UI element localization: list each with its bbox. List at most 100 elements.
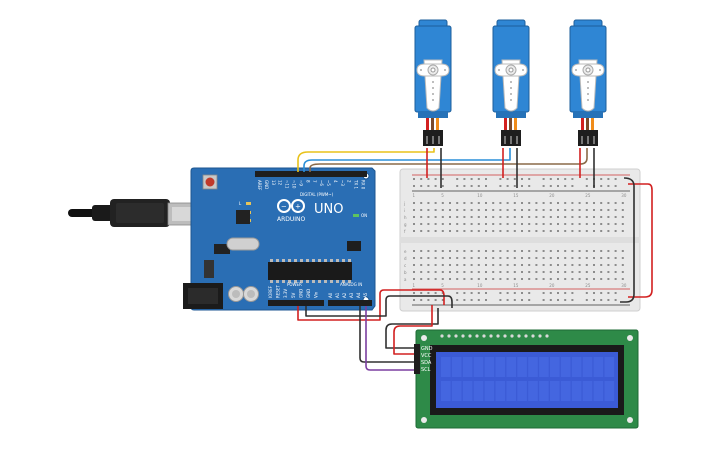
digital-pin-label: ~3 bbox=[340, 180, 345, 186]
lcd-pin-scl: SCL bbox=[421, 367, 431, 373]
column-number: 5 bbox=[441, 283, 444, 288]
lcd-cell bbox=[593, 357, 604, 377]
digital-pin-label: ~9 bbox=[298, 180, 303, 186]
wire-lcd-vcc bbox=[393, 305, 433, 355]
power-header bbox=[268, 300, 324, 306]
lcd-cell bbox=[517, 357, 527, 377]
lcd-cell bbox=[473, 381, 484, 401]
column-number: 30 bbox=[621, 283, 627, 288]
row-letter: i bbox=[404, 208, 405, 213]
lcd-cell bbox=[528, 381, 538, 401]
lcd-cell bbox=[517, 381, 527, 401]
wire-lcd-sda bbox=[359, 306, 414, 363]
row-letter: h bbox=[404, 215, 407, 220]
power-pin-label: 5V bbox=[291, 292, 296, 298]
column-number: 30 bbox=[621, 193, 627, 198]
row-letter: c bbox=[404, 263, 406, 268]
row-letter: a bbox=[404, 277, 407, 282]
reset-button[interactable] bbox=[202, 174, 218, 190]
row-letter: j bbox=[403, 201, 405, 206]
lcd-cell bbox=[550, 357, 560, 377]
power-pin-label: GND bbox=[306, 289, 311, 298]
digital-pin-label: ~11 bbox=[285, 180, 290, 189]
analog-pin-label: A5 bbox=[363, 292, 368, 298]
lcd-cell bbox=[451, 357, 462, 377]
lcd-module: GND VCC SDA SCL bbox=[414, 329, 639, 429]
lcd-cell bbox=[441, 381, 451, 401]
usb-cable bbox=[68, 199, 199, 227]
row-letter: d bbox=[404, 256, 407, 261]
lcd-cell bbox=[451, 381, 462, 401]
digital-pin-label: ~5 bbox=[326, 180, 331, 186]
model-label: UNO bbox=[314, 202, 343, 217]
lcd-cell bbox=[582, 357, 593, 377]
servo-motor-1 bbox=[414, 19, 452, 146]
atmega-chip bbox=[268, 259, 352, 283]
column-number: 25 bbox=[585, 193, 591, 198]
svg-text:−: − bbox=[281, 203, 287, 211]
lcd-cell bbox=[560, 381, 571, 401]
digital-header bbox=[255, 171, 367, 177]
column-number: 1 bbox=[413, 283, 416, 288]
wire-blue-servo2-signal bbox=[303, 148, 511, 172]
wire-yellow-servo1-signal bbox=[297, 148, 435, 172]
row-letter: e bbox=[404, 249, 407, 254]
lcd-cell bbox=[560, 357, 571, 377]
servo-motor-2 bbox=[492, 19, 530, 146]
lcd-cell bbox=[604, 381, 615, 401]
power-label: POWER bbox=[287, 282, 302, 287]
servo-motor-3 bbox=[569, 19, 607, 146]
column-number: 10 bbox=[477, 283, 483, 288]
lcd-cell bbox=[528, 357, 538, 377]
analog-pin-label: A1 bbox=[335, 292, 340, 298]
wire-rail-black-right bbox=[620, 177, 635, 303]
digital-pin-label: 12 bbox=[278, 180, 283, 186]
lcd-cell bbox=[441, 357, 451, 377]
digital-pin-label: 7 bbox=[312, 180, 317, 183]
digital-pin-label: GND bbox=[264, 180, 269, 189]
on-label: ON bbox=[361, 213, 367, 218]
lcd-cell bbox=[582, 381, 593, 401]
wire-lcd-scl bbox=[365, 306, 414, 371]
digital-pin-label: 4 bbox=[333, 180, 338, 183]
lcd-cell bbox=[484, 381, 495, 401]
lcd-cell bbox=[462, 381, 473, 401]
analog-label: ANALOG IN bbox=[340, 282, 362, 287]
led-label-l: L bbox=[239, 201, 242, 206]
digital-label: DIGITAL (PWM~) bbox=[300, 192, 334, 197]
lcd-pin-gnd: GND bbox=[421, 346, 433, 352]
analog-header bbox=[328, 300, 372, 306]
lcd-cell bbox=[539, 357, 549, 377]
analog-pin-label: A0 bbox=[328, 292, 333, 298]
wire-brown-servo3-signal bbox=[309, 148, 588, 172]
column-number: 25 bbox=[585, 283, 591, 288]
power-pin-label: Vin bbox=[314, 291, 319, 298]
column-number: 15 bbox=[513, 193, 519, 198]
column-number: 20 bbox=[549, 193, 555, 198]
lcd-character-cells bbox=[441, 357, 615, 401]
column-number: 15 bbox=[513, 283, 519, 288]
analog-pin-label: A3 bbox=[349, 292, 354, 298]
digital-pin-label: TX 1 bbox=[354, 179, 359, 189]
analog-pin-label: A2 bbox=[342, 292, 347, 298]
power-pin-label: 3.3V bbox=[283, 289, 288, 298]
digital-pin-label: 2 bbox=[347, 180, 352, 183]
wire-rail-red-right bbox=[628, 183, 653, 298]
lcd-i2c-pins: GND VCC SDA SCL bbox=[414, 344, 433, 374]
brand-label: ARDUINO bbox=[277, 216, 306, 223]
breadboard-holes bbox=[413, 178, 624, 301]
lcd-cell bbox=[550, 381, 560, 401]
column-number: 1 bbox=[413, 193, 416, 198]
power-pin-label: IOREF bbox=[268, 285, 273, 298]
wire-arduino-5v bbox=[297, 289, 445, 321]
wire-arduino-gnd bbox=[305, 295, 453, 317]
lcd-pin-vcc: VCC bbox=[421, 353, 432, 359]
row-letter: g bbox=[404, 222, 407, 227]
arduino-logo: − + bbox=[277, 199, 305, 213]
